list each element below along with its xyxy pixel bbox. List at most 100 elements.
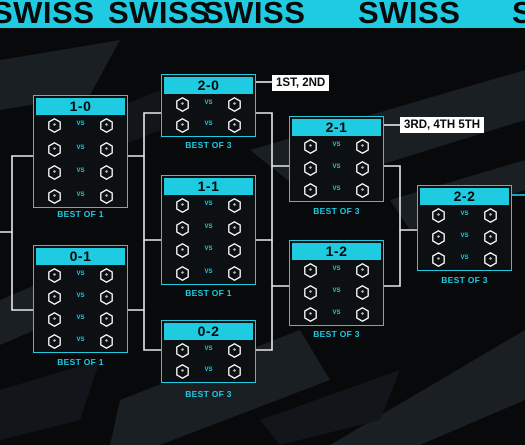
- match-slot: VS: [418, 208, 511, 224]
- hexagon-icon: [176, 364, 189, 379]
- group-record: 2-0: [164, 77, 253, 94]
- match-slot: VS: [34, 189, 127, 205]
- match-slot: VS: [34, 268, 127, 284]
- hexagon-icon: [48, 189, 61, 204]
- vs-label: VS: [76, 337, 85, 343]
- hexagon-icon: [100, 189, 113, 204]
- result-qualified-2-1: 3RD, 4TH 5TH: [400, 117, 485, 133]
- vs-label: VS: [332, 310, 341, 316]
- vs-label: VS: [76, 168, 85, 175]
- swiss-banner: SWISS SWISS SWISS SWISS SWISS: [0, 0, 525, 28]
- match-slot: VS: [162, 243, 255, 259]
- hexagon-icon: [228, 364, 241, 379]
- hexagon-icon: [176, 220, 189, 236]
- vs-label: VS: [460, 233, 469, 239]
- group-record: 0-1: [36, 248, 125, 265]
- match-slot: VS: [290, 183, 383, 199]
- best-of-label: BEST OF 1: [185, 288, 232, 298]
- hexagon-icon: [356, 307, 369, 322]
- hexagon-icon: [100, 312, 113, 327]
- hexagon-icon: [228, 118, 241, 133]
- hexagon-icon: [100, 268, 113, 283]
- match-slot: VS: [162, 343, 255, 359]
- hexagon-icon: [176, 343, 189, 358]
- vs-label: VS: [76, 121, 85, 127]
- group-2-1: 2-1 VS VS VS: [289, 116, 384, 202]
- hexagon-icon: [48, 165, 61, 181]
- group-1-1: 1-1 VS VS VS VS: [161, 175, 256, 285]
- hexagon-icon: [48, 290, 61, 305]
- hexagon-icon: [48, 268, 61, 283]
- vs-label: VS: [76, 271, 85, 277]
- vs-label: VS: [76, 144, 85, 151]
- best-of-label: BEST OF 3: [185, 140, 232, 150]
- match-slot: VS: [34, 334, 127, 350]
- group-record: 0-2: [164, 323, 253, 340]
- match-slot: VS: [34, 290, 127, 306]
- hexagon-icon: [304, 183, 317, 198]
- best-of-label: BEST OF 3: [313, 329, 360, 339]
- match-slot: VS: [418, 230, 511, 246]
- vs-label: VS: [332, 142, 341, 148]
- hexagon-icon: [228, 220, 241, 236]
- vs-label: VS: [204, 367, 213, 373]
- hexagon-icon: [228, 266, 241, 281]
- hexagon-icon: [484, 252, 497, 267]
- hexagon-icon: [356, 161, 369, 176]
- hexagon-icon: [176, 266, 189, 281]
- hexagon-icon: [484, 230, 497, 245]
- banner-word: SWISS: [108, 0, 211, 28]
- match-slot: VS: [162, 220, 255, 237]
- hexagon-icon: [304, 139, 317, 154]
- group-record: 1-1: [164, 178, 253, 195]
- hexagon-icon: [176, 97, 189, 112]
- hexagon-icon: [100, 165, 113, 181]
- hexagon-icon: [100, 141, 113, 157]
- match-slot: VS: [290, 285, 383, 301]
- match-slot: VS: [290, 307, 383, 323]
- match-slot: VS: [290, 139, 383, 155]
- best-of-label: BEST OF 1: [57, 209, 104, 219]
- group-record: 2-1: [292, 119, 381, 136]
- hexagon-icon: [356, 263, 369, 278]
- vs-label: VS: [460, 211, 469, 217]
- hexagon-icon: [304, 161, 317, 176]
- match-slot: VS: [162, 266, 255, 282]
- match-slot: VS: [290, 263, 383, 279]
- banner-word: SWISS: [203, 0, 306, 28]
- group-record: 1-0: [36, 98, 125, 115]
- banner-word: SWISS: [0, 0, 95, 28]
- hexagon-icon: [48, 118, 61, 133]
- vs-label: VS: [204, 246, 213, 253]
- hexagon-icon: [432, 208, 445, 223]
- hexagon-icon: [100, 118, 113, 133]
- best-of-label: BEST OF 1: [57, 357, 104, 367]
- hexagon-icon: [48, 334, 61, 349]
- banner-word: SWISS: [358, 0, 461, 28]
- vs-label: VS: [76, 293, 85, 299]
- vs-label: VS: [204, 269, 213, 275]
- banner-word: SWISS: [512, 0, 525, 28]
- vs-label: VS: [332, 164, 341, 170]
- vs-label: VS: [460, 255, 469, 261]
- match-slot: VS: [290, 161, 383, 177]
- group-1-0: 1-0 VS VS VS VS: [33, 95, 128, 208]
- vs-label: VS: [204, 100, 213, 106]
- match-slot: VS: [34, 118, 127, 134]
- hexagon-icon: [304, 263, 317, 278]
- match-slot: VS: [34, 141, 127, 158]
- match-slot: VS: [418, 252, 511, 268]
- match-slot: VS: [162, 364, 255, 380]
- best-of-label: BEST OF 3: [185, 389, 232, 399]
- group-record: 2-2: [420, 188, 509, 205]
- hexagon-icon: [484, 208, 497, 223]
- vs-label: VS: [204, 121, 213, 127]
- vs-label: VS: [204, 201, 213, 207]
- hexagon-icon: [356, 139, 369, 154]
- group-0-2: 0-2 VS VS: [161, 320, 256, 383]
- hexagon-icon: [228, 198, 241, 213]
- hexagon-icon: [228, 97, 241, 112]
- match-slot: VS: [162, 198, 255, 214]
